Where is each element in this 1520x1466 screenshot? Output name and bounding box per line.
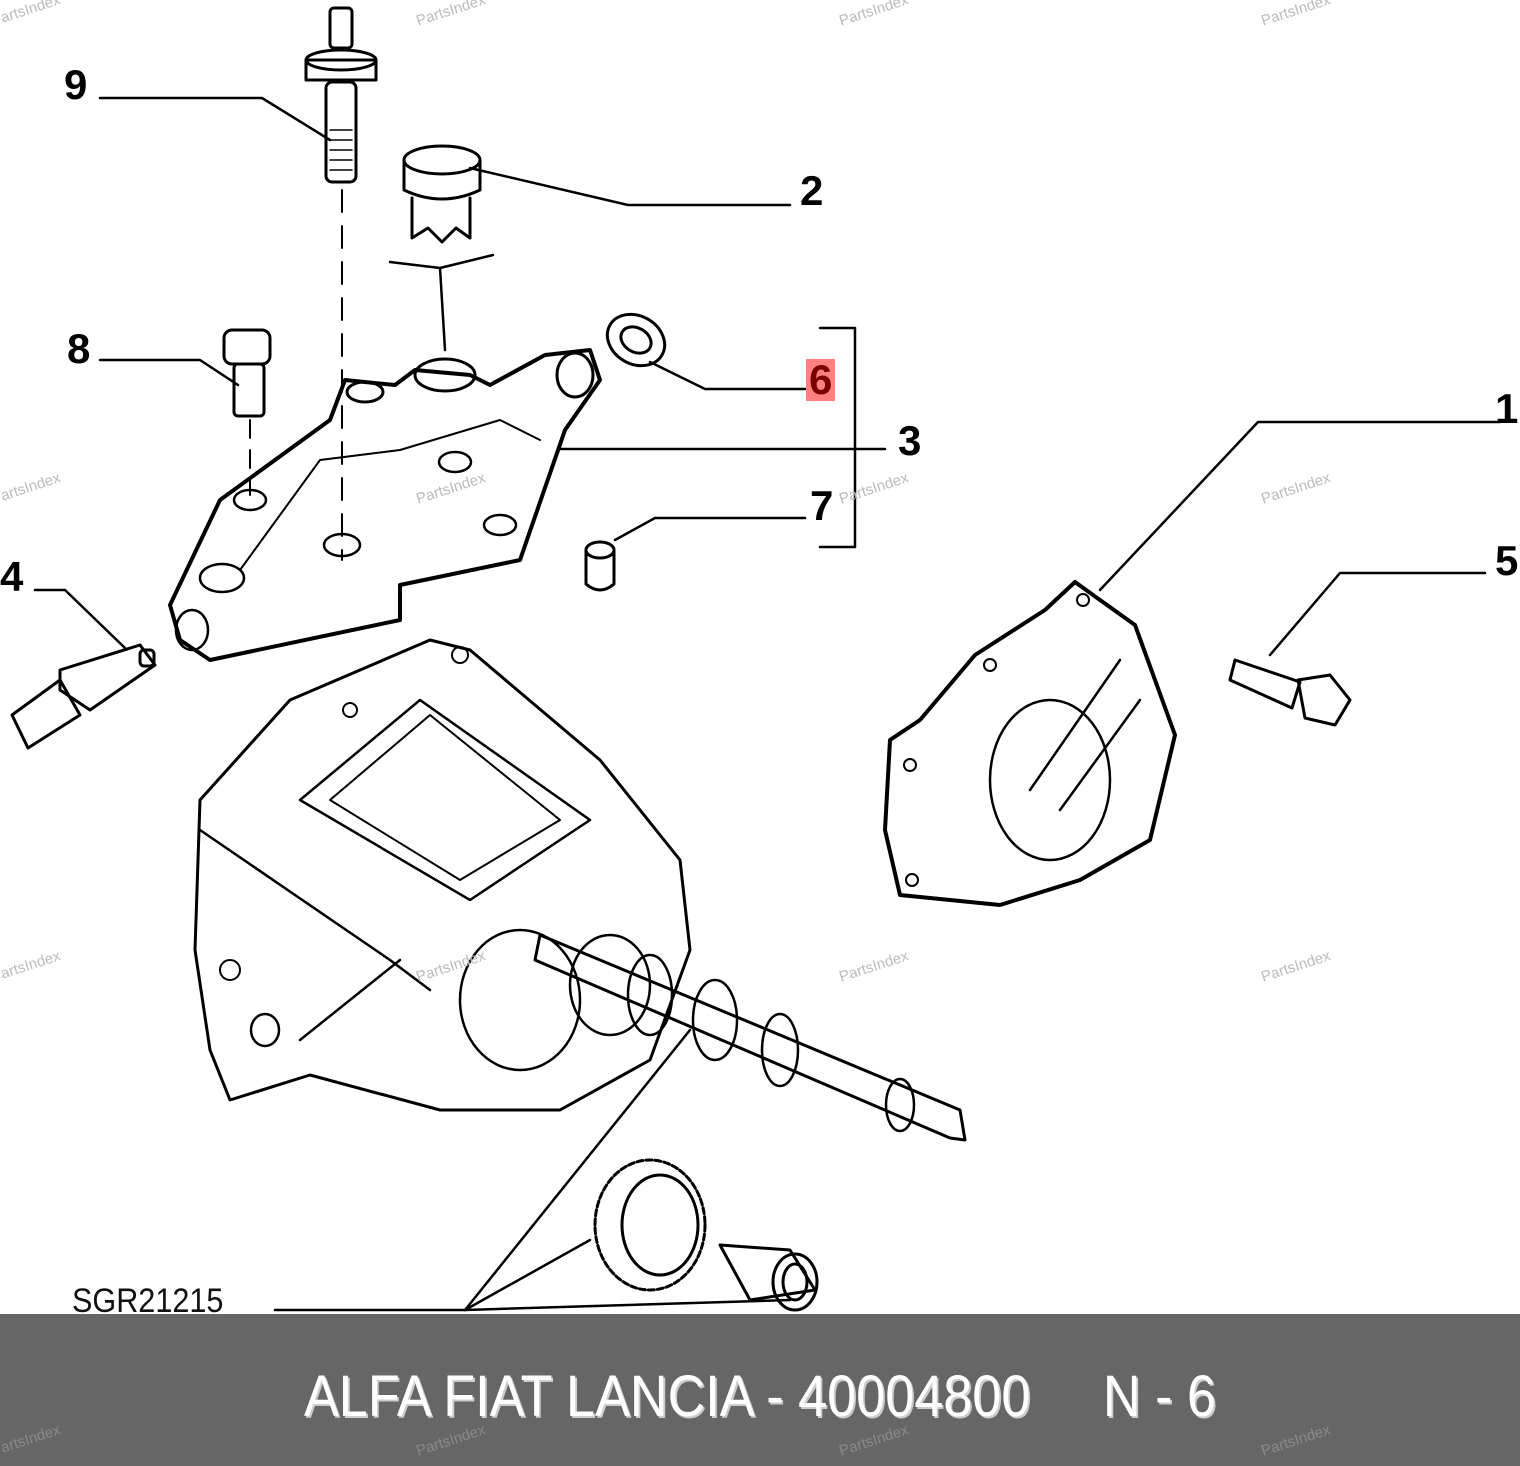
- gear-and-needle-bearing: [593, 1158, 819, 1312]
- part-7-dowel: [584, 540, 616, 592]
- callout-7[interactable]: 7: [810, 482, 834, 529]
- part-number-caption: ALFA FIAT LANCIA - 40004800 N - 6: [303, 1364, 1217, 1429]
- callout-2[interactable]: 2: [800, 167, 824, 214]
- callout-5[interactable]: 5: [1495, 537, 1519, 584]
- part-9-stud-bolt: [304, 6, 378, 184]
- gearbox-housing: [193, 638, 692, 1112]
- footer-bar: PartsIndex PartsIndex PartsIndex PartsIn…: [0, 1314, 1520, 1466]
- callout-9[interactable]: 9: [64, 61, 88, 108]
- leader-lines: [33, 96, 1502, 1312]
- callout-8[interactable]: 8: [67, 325, 91, 372]
- watermark: PartsIndex: [0, 1421, 63, 1460]
- part-8-bolt: [222, 328, 272, 418]
- callout-3[interactable]: 3: [898, 417, 922, 464]
- callout-1[interactable]: 1: [1495, 385, 1519, 432]
- drawing-code: SGR21215: [72, 1282, 224, 1320]
- part-5-bolt: [1228, 658, 1352, 727]
- part-3-housing-cover: [168, 348, 602, 662]
- callout-6-highlighted[interactable]: 6: [806, 359, 836, 401]
- part-1-side-cover: [883, 580, 1177, 907]
- part-6-seal-ring: [605, 312, 667, 368]
- main-shaft: [533, 933, 967, 1142]
- part-2-plug: [402, 144, 482, 244]
- callout-4[interactable]: 4: [0, 553, 24, 600]
- part-4-sensor: [10, 643, 157, 750]
